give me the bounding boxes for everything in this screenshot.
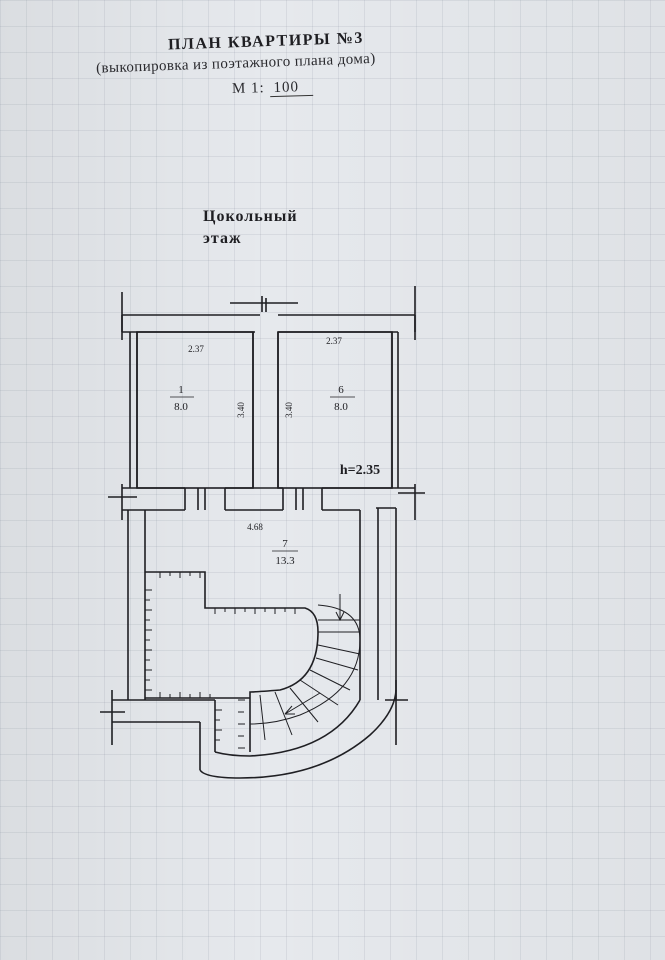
door [282, 488, 323, 510]
outer-wall [129, 332, 138, 488]
ceiling-height: h=2.35 [340, 463, 380, 478]
wall-hatching [145, 572, 296, 749]
room-6-area: 8.0 [334, 401, 348, 413]
room-1-number: 1 [178, 384, 184, 396]
outer-wall [122, 314, 415, 333]
partition-wall [122, 487, 415, 511]
axis-tick [108, 484, 425, 520]
outer-wall [127, 510, 146, 700]
outer-wall [359, 507, 397, 700]
axis-tick [121, 286, 416, 340]
room-7-width: 4.68 [247, 522, 263, 532]
room-1-length: 3.40 [236, 402, 246, 418]
floor-name: Цокольный этаж [203, 208, 298, 247]
axis-tick [100, 690, 125, 745]
room-1-width: 2.37 [188, 344, 204, 354]
outer-wall [112, 699, 216, 770]
room-7-area: 13.3 [275, 555, 295, 567]
room-7-number: 7 [282, 538, 288, 550]
outer-wall [121, 315, 416, 332]
door [184, 488, 226, 510]
partition-wall [252, 332, 279, 488]
room-6-length: 3.40 [284, 402, 294, 418]
outer-wall [391, 332, 399, 488]
staircase [249, 594, 361, 741]
room-6-width: 2.37 [326, 336, 342, 346]
axis-tick [385, 680, 408, 745]
room-1-area: 8.0 [174, 401, 188, 413]
curved-wall [214, 699, 361, 757]
room-6-number: 6 [338, 384, 344, 396]
curved-wall [199, 689, 397, 779]
storage-outline [145, 571, 319, 752]
